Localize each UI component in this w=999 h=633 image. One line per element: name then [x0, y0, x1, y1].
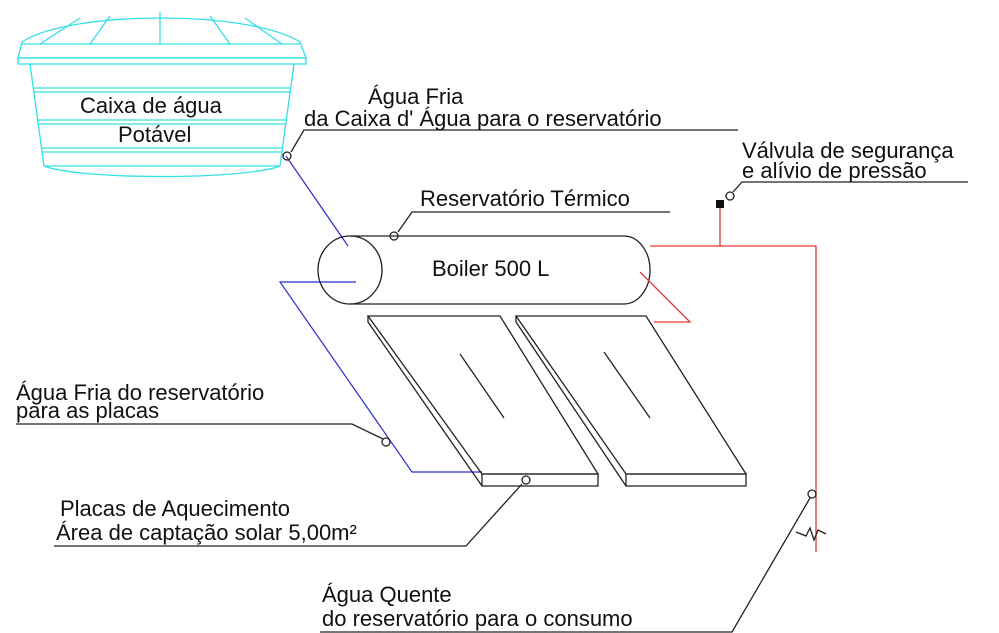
- solar-plates: [366, 315, 748, 487]
- valve-label-line2: e alívio de pressão: [742, 158, 927, 183]
- callout-lines: [16, 129, 968, 633]
- cold-out-label-line1: Água Fria do reservatório: [16, 380, 264, 405]
- hot-pipes: [639, 204, 827, 552]
- plates-label-line1: Placas de Aquecimento: [60, 496, 290, 521]
- hot-label-line2: do reservatório para o consumo: [322, 606, 633, 631]
- cold-pipe-to-plates: [278, 281, 482, 473]
- labels: Água Fria da Caixa d' Água para o reserv…: [16, 84, 954, 631]
- hot-label-line1: Água Quente: [322, 582, 452, 607]
- cold-out-label-line2: para as placas: [16, 398, 159, 423]
- cold-in-label-line1: Água Fria: [368, 84, 464, 109]
- valve-icon: [716, 200, 724, 208]
- boiler: Boiler 500 L: [317, 235, 651, 305]
- cold-pipe-supply: [285, 155, 349, 247]
- tank-label-line2: Potável: [118, 122, 191, 147]
- boiler-label: Boiler 500 L: [432, 256, 549, 281]
- plates-label-line2: Área de captação solar 5,00m²: [56, 520, 357, 545]
- water-tank: Caixa de água Potável: [17, 12, 307, 178]
- valve-label-line1: Válvula de segurança: [742, 138, 954, 163]
- safety-valve: [716, 200, 724, 208]
- cold-in-label-line2: da Caixa d' Água para o reservatório: [304, 106, 662, 131]
- tank-label-line1: Caixa de água: [80, 93, 223, 118]
- reservoir-label: Reservatório Térmico: [420, 186, 630, 211]
